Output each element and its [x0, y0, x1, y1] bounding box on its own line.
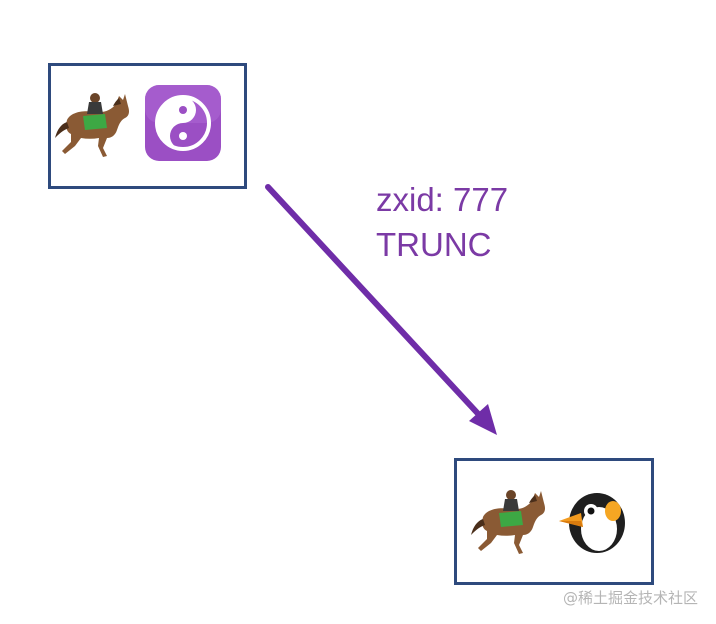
- horse-racing-icon: [469, 481, 549, 561]
- source-node-box: [48, 63, 247, 189]
- watermark-text: @稀土掘金技术社区: [562, 589, 698, 607]
- edge-label-action: TRUNC: [376, 226, 492, 263]
- yin-yang-icon: [143, 83, 223, 163]
- edge-label-zxid: zxid: 777: [376, 181, 509, 218]
- horse-racing-icon: [53, 84, 133, 164]
- penguin-icon: [553, 481, 633, 561]
- target-node-box: [454, 458, 654, 585]
